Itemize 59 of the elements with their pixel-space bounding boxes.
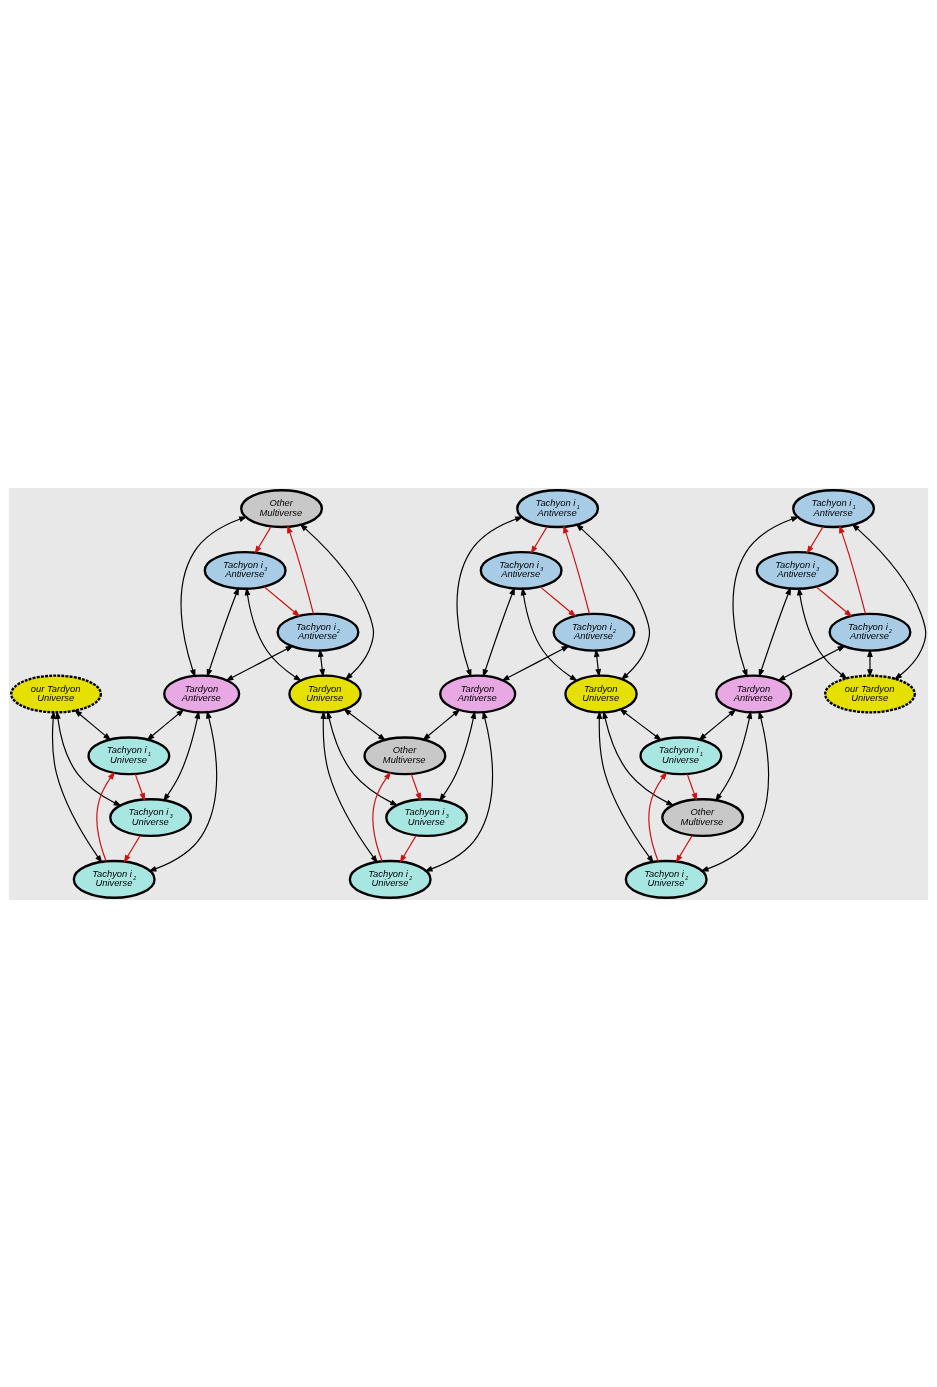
arrow bbox=[806, 525, 824, 554]
arrow bbox=[123, 834, 141, 863]
arrow bbox=[619, 707, 663, 741]
arrow bbox=[596, 710, 654, 863]
arrow bbox=[287, 524, 315, 615]
arrow bbox=[317, 648, 326, 677]
arrow bbox=[530, 525, 548, 554]
arrow bbox=[797, 586, 848, 679]
arrow bbox=[851, 523, 927, 680]
arrow bbox=[602, 710, 675, 806]
arrow bbox=[675, 834, 693, 863]
arrow bbox=[456, 516, 524, 678]
arrow bbox=[422, 708, 461, 741]
arrow bbox=[501, 644, 570, 681]
arrow bbox=[593, 648, 602, 677]
node-ellipse: Tachyon i$_{1}$ Universe bbox=[87, 735, 171, 775]
arrow bbox=[162, 710, 201, 802]
arrow bbox=[343, 707, 387, 741]
arrow bbox=[372, 770, 392, 862]
arrow bbox=[148, 709, 218, 871]
arrow bbox=[146, 708, 185, 741]
arrow bbox=[244, 586, 302, 681]
arrow bbox=[732, 516, 800, 678]
arrow bbox=[539, 585, 577, 617]
arrow bbox=[50, 710, 103, 863]
arrow bbox=[563, 524, 591, 615]
arrow bbox=[575, 523, 651, 680]
arrow bbox=[867, 648, 873, 677]
arrow bbox=[326, 710, 399, 806]
node-ellipse: our Tardyon Universe bbox=[10, 674, 102, 713]
arrow bbox=[254, 525, 272, 554]
node-ellipse: Tachyon i$_{3}$ Antiverse bbox=[479, 550, 563, 590]
arrow bbox=[424, 710, 494, 871]
node-ellipse: Tachyon i$_{3}$ Antiverse bbox=[755, 550, 839, 590]
arrow bbox=[206, 586, 239, 677]
arrow bbox=[263, 585, 301, 617]
arrow bbox=[714, 710, 753, 802]
arrow bbox=[399, 834, 417, 863]
arrow bbox=[225, 644, 294, 681]
arrow bbox=[839, 524, 867, 615]
arrow bbox=[180, 516, 248, 678]
arrow bbox=[815, 585, 853, 617]
arrow bbox=[410, 772, 421, 801]
arrow bbox=[96, 770, 116, 862]
arrow bbox=[698, 708, 737, 741]
arrow bbox=[299, 523, 375, 680]
arrow bbox=[700, 710, 770, 871]
arrow bbox=[520, 586, 578, 681]
arrow bbox=[74, 709, 112, 741]
arrow bbox=[320, 710, 378, 863]
arrow bbox=[686, 772, 697, 801]
arrow bbox=[55, 710, 122, 806]
arrow bbox=[648, 770, 668, 862]
arrow bbox=[777, 644, 846, 681]
arrow bbox=[438, 710, 477, 802]
arrow bbox=[134, 772, 145, 801]
arrow bbox=[482, 586, 515, 677]
arrow bbox=[758, 586, 791, 677]
node-ellipse: Tachyon i$_{3}$ Antiverse bbox=[203, 550, 287, 590]
